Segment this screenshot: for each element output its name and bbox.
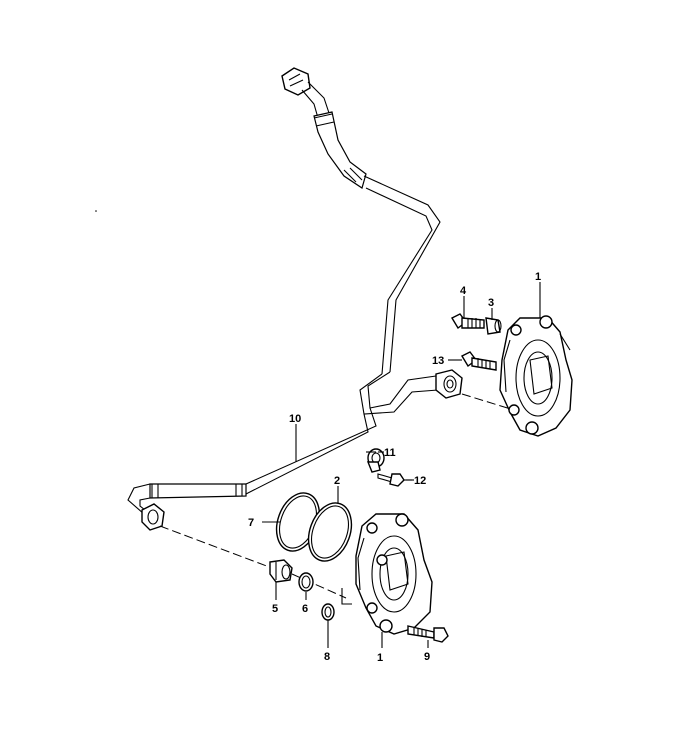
callout-1-lower: 1 — [377, 652, 383, 664]
bolt-13 — [461, 351, 497, 371]
callout-8: 8 — [324, 651, 330, 663]
alignment-line-upper — [461, 393, 515, 411]
clamp-11 — [366, 448, 385, 473]
leader-lines — [262, 282, 541, 648]
callout-9: 9 — [424, 651, 430, 663]
callout-labels: 1 1 2 3 4 5 6 7 8 9 10 11 12 13 — [248, 271, 541, 664]
alignment-line-lower-left — [159, 525, 273, 569]
upper-pump — [499, 315, 573, 437]
seal-ring-6 — [298, 572, 314, 592]
callout-2: 2 — [334, 475, 340, 487]
seal-ring-8 — [321, 603, 335, 621]
callout-11: 11 — [384, 447, 396, 459]
bracket-line — [341, 588, 352, 605]
callout-6: 6 — [302, 603, 308, 615]
speck — [95, 210, 97, 212]
callout-3: 3 — [488, 297, 494, 309]
union-5 — [269, 559, 293, 583]
lower-union-nut — [141, 503, 165, 531]
ring-2 — [307, 502, 353, 562]
callout-12: 12 — [414, 475, 426, 487]
right-union-nut — [435, 369, 463, 399]
callout-13: 13 — [432, 355, 444, 367]
callout-1-upper: 1 — [535, 271, 541, 283]
oil-line — [127, 67, 463, 531]
callout-10: 10 — [289, 413, 301, 425]
upper-union-nut — [281, 67, 311, 96]
bolt-12 — [377, 473, 405, 487]
sleeve-3 — [485, 317, 502, 335]
callout-5: 5 — [272, 603, 278, 615]
callout-7: 7 — [248, 517, 254, 529]
lower-pump — [355, 513, 433, 635]
bolt-9 — [407, 625, 449, 643]
bolt-4 — [451, 313, 485, 330]
callout-4: 4 — [460, 285, 467, 297]
alignment-line-lower-mid — [291, 573, 347, 599]
